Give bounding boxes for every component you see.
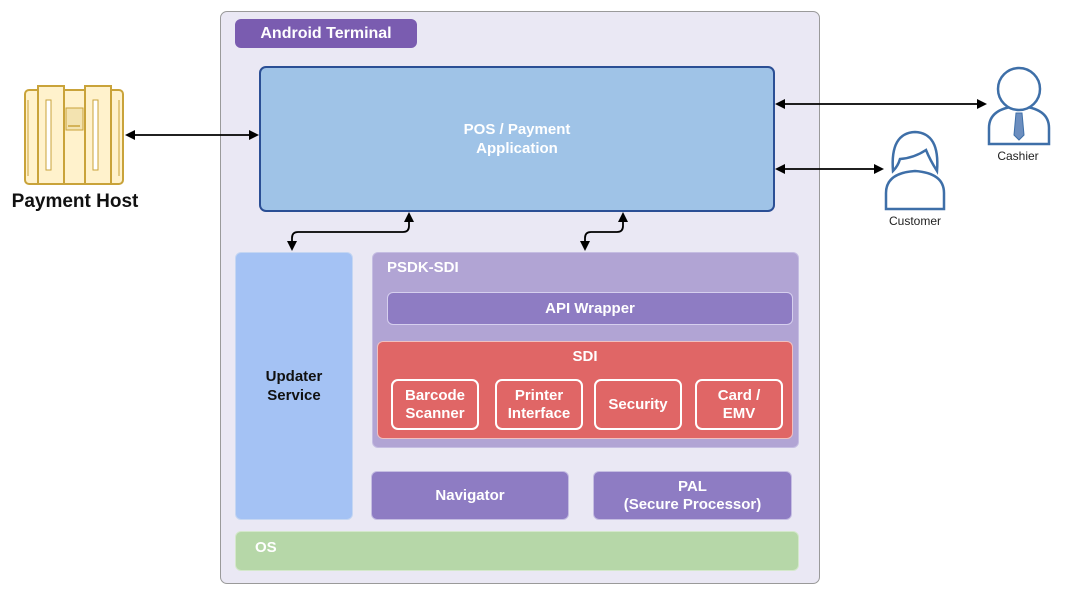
card-line1: Card / <box>717 386 761 404</box>
updater-label-line1: Updater <box>265 368 323 385</box>
pal-line1: PAL <box>678 477 707 495</box>
cashier-label: Cashier <box>997 149 1039 163</box>
security-module: Security <box>594 379 682 430</box>
pos-updater-arrow <box>287 212 414 251</box>
card-line2: EMV <box>722 404 756 422</box>
navigator: Navigator <box>371 471 569 520</box>
android-terminal-title: Android Terminal <box>235 19 417 48</box>
payment-host-label: Payment Host <box>11 191 139 212</box>
server-rack-icon <box>24 85 124 185</box>
pos-label-line1: POS / Payment <box>463 121 571 138</box>
pal-secure-processor: PAL (Secure Processor) <box>593 471 792 520</box>
updater-label-line2: Service <box>267 387 321 404</box>
security-line1: Security <box>608 395 668 413</box>
psdk-sdi-label: PSDK-SDI <box>387 259 459 276</box>
pos-label-line2: Application <box>476 140 558 157</box>
barcode-line2: Scanner <box>405 404 465 422</box>
customer-person-icon <box>884 130 946 211</box>
pos-payment-application: POS / Payment Application <box>259 66 775 212</box>
cashier-person-icon <box>987 66 1051 146</box>
printer-line1: Printer <box>514 386 564 404</box>
arrows <box>125 99 987 251</box>
sdi-label: SDI <box>572 348 598 365</box>
pos-psdk-arrow <box>580 212 628 251</box>
pal-line2: (Secure Processor) <box>623 495 762 513</box>
os-layer: OS <box>235 531 799 571</box>
updater-service: Updater Service <box>235 252 353 520</box>
customer-label: Customer <box>888 214 941 228</box>
printer-line2: Interface <box>507 404 571 422</box>
card-emv-module: Card /EMV <box>695 379 783 430</box>
barcode-line1: Barcode <box>404 386 466 404</box>
api-wrapper: API Wrapper <box>387 292 793 325</box>
